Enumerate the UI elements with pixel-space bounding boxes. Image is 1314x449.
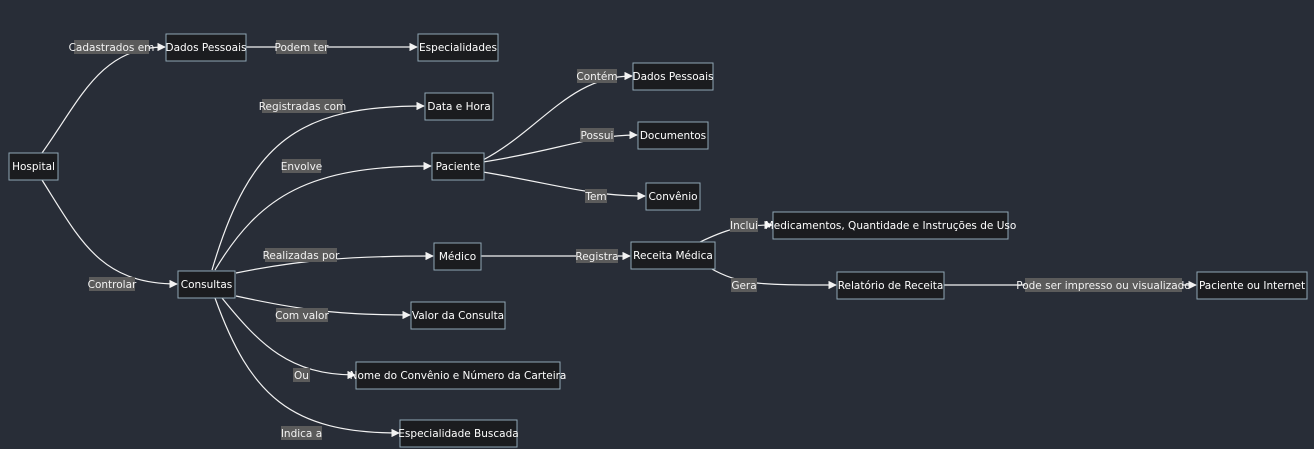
node-documentos[interactable]: Documentos <box>637 121 709 150</box>
svg-text:Gera: Gera <box>731 280 756 292</box>
edge-hospital-dados-pessoais <box>41 42 166 154</box>
edge-consultas-nome-convenio <box>221 297 356 380</box>
svg-text:Podem ter: Podem ter <box>275 42 330 54</box>
edge-paciente-convenio <box>482 171 646 201</box>
svg-text:Médico: Médico <box>439 251 476 263</box>
edge-labels: Cadastrados em Podem ter Controlar Regis… <box>69 40 1191 440</box>
edge-label-cadastrados-em: Cadastrados em <box>69 40 155 54</box>
svg-text:Consultas: Consultas <box>181 279 232 291</box>
svg-text:Relatório de Receita: Relatório de Receita <box>838 280 944 292</box>
node-paciente[interactable]: Paciente <box>431 152 485 181</box>
svg-text:Envolve: Envolve <box>281 161 323 173</box>
svg-text:Cadastrados em: Cadastrados em <box>69 42 155 54</box>
svg-text:Convênio: Convênio <box>648 191 697 203</box>
edge-consultas-data-hora <box>211 101 425 271</box>
edge-paciente-documentos <box>482 130 638 163</box>
edge-consultas-especialidade <box>214 297 400 438</box>
svg-text:Controlar: Controlar <box>88 279 137 291</box>
edge-label-podem-ter: Podem ter <box>275 40 330 54</box>
edge-label-registra: Registra <box>575 249 619 263</box>
edge-label-com-valor: Com valor <box>275 308 329 322</box>
svg-text:Hospital: Hospital <box>12 161 55 173</box>
svg-text:Especialidade Buscada: Especialidade Buscada <box>398 428 518 440</box>
edge-label-indica-a: Indica a <box>281 426 322 440</box>
edge-consultas-paciente <box>214 161 432 271</box>
node-especialidades[interactable]: Especialidades <box>417 33 499 62</box>
edge-label-controlar: Controlar <box>88 277 137 291</box>
node-nome-convenio[interactable]: Nome do Convênio e Número da Carteira <box>350 361 567 390</box>
edge-label-ou: Ou <box>293 368 310 382</box>
node-dados-pessoais-1[interactable]: Dados Pessoais <box>165 33 247 62</box>
svg-text:Paciente: Paciente <box>436 161 481 173</box>
svg-text:Especialidades: Especialidades <box>419 42 497 54</box>
svg-text:Registradas com: Registradas com <box>259 101 347 113</box>
node-medicamentos[interactable]: Medicamentos, Quantidade e Instruções de… <box>765 211 1017 240</box>
node-valor-consulta[interactable]: Valor da Consulta <box>410 301 506 330</box>
nodes: Hospital Dados Pessoais Especialidades C… <box>8 33 1308 448</box>
node-especialidade-buscada[interactable]: Especialidade Buscada <box>398 419 519 448</box>
edge-label-tem: Tem <box>584 189 607 203</box>
svg-text:Pode ser impresso ou visualiza: Pode ser impresso ou visualizado <box>1016 280 1190 292</box>
node-relatorio-receita[interactable]: Relatório de Receita <box>836 271 945 300</box>
svg-text:Com valor: Com valor <box>275 310 329 322</box>
edge-label-envolve: Envolve <box>281 159 323 173</box>
svg-text:Documentos: Documentos <box>640 130 706 142</box>
svg-text:Tem: Tem <box>584 191 606 203</box>
edge-label-inclui: Inclui <box>730 218 758 232</box>
svg-text:Dados Pessoais: Dados Pessoais <box>165 42 246 54</box>
node-medico[interactable]: Médico <box>433 242 482 271</box>
node-hospital[interactable]: Hospital <box>8 152 59 181</box>
node-consultas[interactable]: Consultas <box>177 270 236 299</box>
node-receita-medica[interactable]: Receita Médica <box>630 241 716 270</box>
edge-label-gera: Gera <box>731 278 757 292</box>
edge-label-pode-ser: Pode ser impresso ou visualizado <box>1016 278 1191 292</box>
svg-text:Paciente ou Internet: Paciente ou Internet <box>1199 280 1305 292</box>
svg-text:Dados Pessoais: Dados Pessoais <box>632 71 713 83</box>
svg-text:Valor da Consulta: Valor da Consulta <box>412 310 504 322</box>
svg-text:Contém: Contém <box>576 71 617 83</box>
svg-text:Nome do Convênio e Número da C: Nome do Convênio e Número da Carteira <box>350 370 567 382</box>
edge-label-possui: Possui <box>580 128 614 142</box>
node-dados-pessoais-2[interactable]: Dados Pessoais <box>632 62 714 91</box>
edge-label-realizadas-por: Realizadas por <box>263 248 340 262</box>
node-paciente-internet[interactable]: Paciente ou Internet <box>1196 271 1308 300</box>
svg-text:Ou: Ou <box>294 370 309 382</box>
svg-text:Medicamentos, Quantidade e Ins: Medicamentos, Quantidade e Instruções de… <box>765 220 1017 232</box>
node-convenio[interactable]: Convênio <box>645 182 701 211</box>
edge-receita-relatorio <box>709 267 837 290</box>
edge-label-contem: Contém <box>576 69 618 83</box>
edge-hospital-consultas <box>41 179 178 289</box>
svg-text:Data e Hora: Data e Hora <box>427 101 490 113</box>
svg-text:Realizadas por: Realizadas por <box>263 250 340 262</box>
svg-text:Possui: Possui <box>581 130 614 142</box>
edge-label-registradas-com: Registradas com <box>259 99 347 113</box>
svg-text:Indica a: Indica a <box>281 428 322 440</box>
node-data-hora[interactable]: Data e Hora <box>424 92 494 121</box>
svg-text:Inclui: Inclui <box>730 220 758 232</box>
edges <box>41 42 1197 438</box>
svg-text:Registra: Registra <box>575 251 618 263</box>
svg-text:Receita Médica: Receita Médica <box>633 250 713 262</box>
